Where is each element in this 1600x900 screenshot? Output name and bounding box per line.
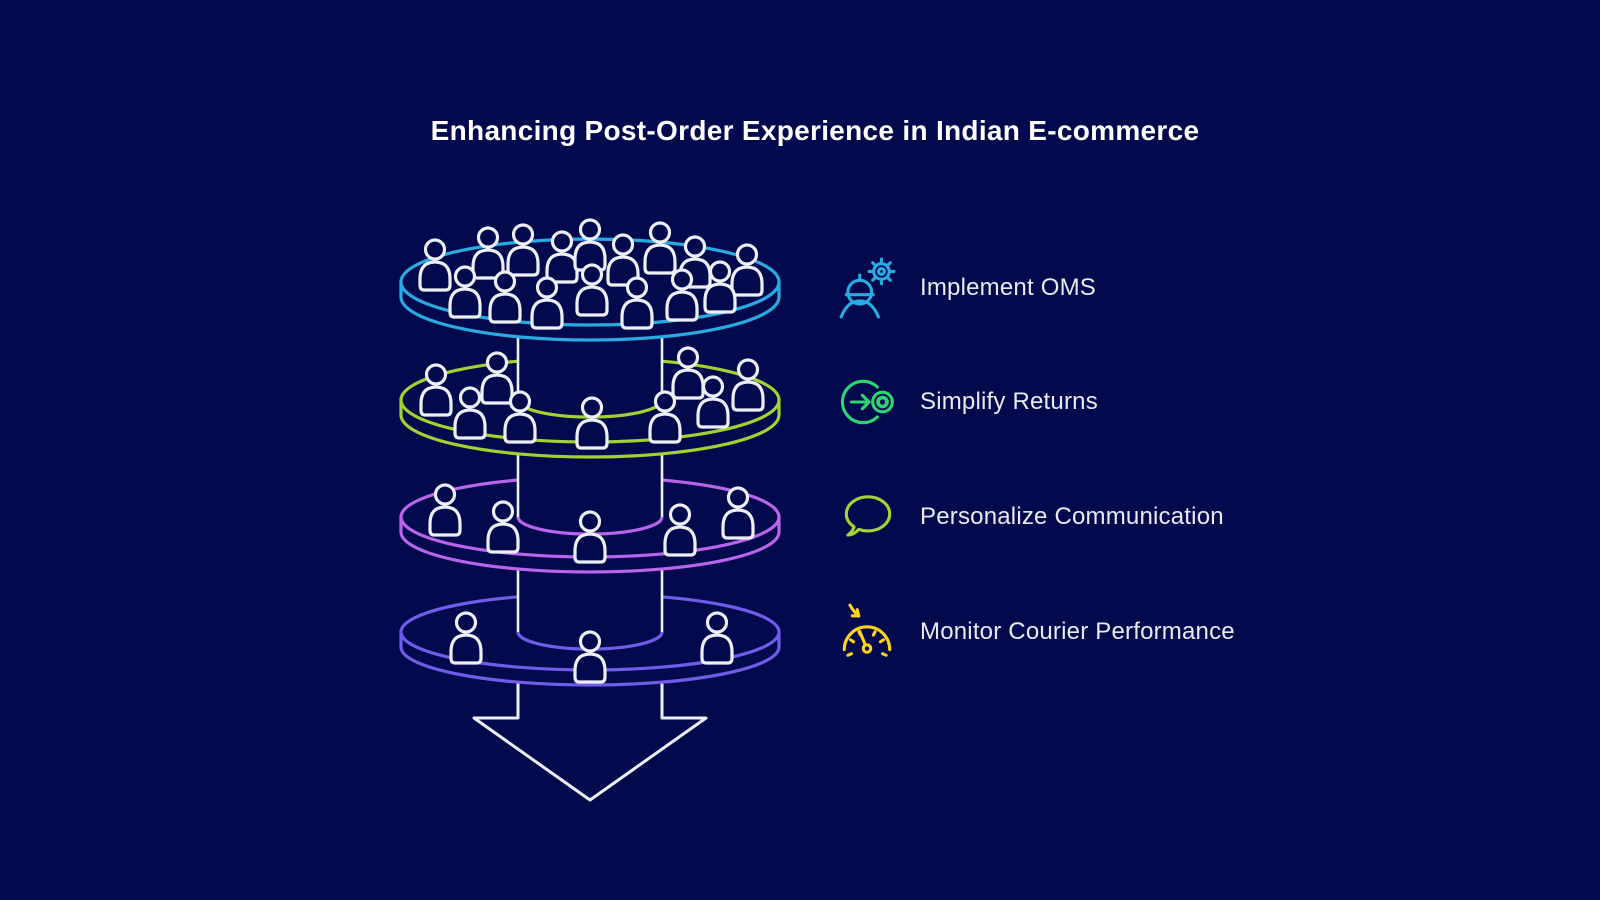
person-icon (448, 265, 482, 319)
person-icon (575, 263, 609, 317)
circle-arrow-target-icon (840, 379, 894, 425)
legend-item-label: Simplify Returns (920, 388, 1098, 415)
person-icon (573, 510, 607, 564)
person-icon (573, 630, 607, 684)
legend-item-simplify-returns: Simplify Returns (836, 371, 1098, 433)
person-icon (731, 358, 765, 412)
person-icon (703, 260, 737, 314)
person-icon (471, 226, 505, 280)
person-icon (700, 611, 734, 665)
legend-item-label: Monitor Courier Performance (920, 618, 1235, 645)
person-icon (506, 223, 540, 277)
legend-item-label: Implement OMS (920, 274, 1096, 301)
gauge-arrow-icon (842, 603, 892, 657)
legend-item-monitor-courier-performance: Monitor Courier Performance (836, 601, 1235, 663)
person-icon (696, 375, 730, 429)
person-icon (419, 363, 453, 417)
person-icon (480, 351, 514, 405)
person-icon (530, 276, 564, 330)
person-icon (428, 483, 462, 537)
funnel-diagram (399, 218, 781, 802)
person-icon (573, 218, 607, 272)
legend-item-implement-oms: Implement OMS (836, 257, 1096, 319)
person-icon (486, 500, 520, 554)
person-icon (648, 390, 682, 444)
person-icon (488, 270, 522, 324)
person-icon (503, 390, 537, 444)
funnel-people-level-1 (418, 218, 764, 330)
legend-item-personalize-communication: Personalize Communication (836, 486, 1224, 548)
speech-bubble-icon (844, 495, 892, 537)
person-icon (665, 268, 699, 322)
person-icon (575, 396, 609, 450)
person-icon (418, 238, 452, 292)
person-icon (730, 243, 764, 297)
person-icon (671, 346, 705, 400)
person-icon (643, 221, 677, 275)
person-icon (721, 486, 755, 540)
person-icon (620, 276, 654, 330)
worker-gear-icon (839, 257, 896, 319)
legend-item-label: Personalize Communication (920, 503, 1224, 530)
person-icon (663, 503, 697, 557)
page-title: Enhancing Post-Order Experience in India… (430, 114, 1200, 146)
person-icon (545, 230, 579, 284)
person-icon (449, 611, 483, 665)
